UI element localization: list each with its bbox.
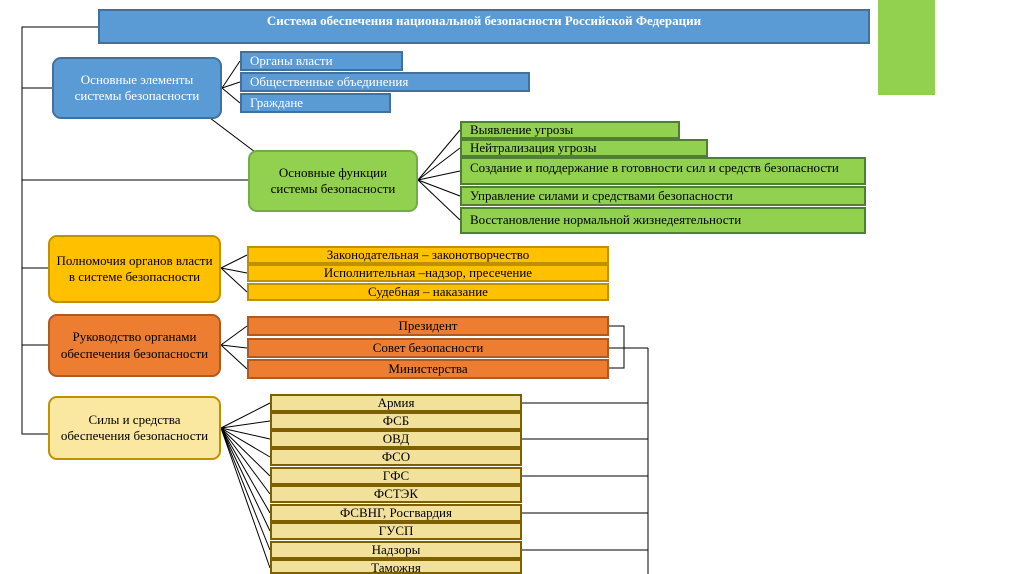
powers-item-label: Судебная – наказание <box>368 283 488 299</box>
forces-item: ГУСП <box>270 522 522 540</box>
functions-item: Создание и поддержание в готовности сил … <box>460 157 866 185</box>
forces-item-label: ГУСП <box>378 522 414 538</box>
leadership-item: Совет безопасности <box>247 338 609 358</box>
accent-tab <box>878 0 935 95</box>
forces-item-label: ФСВНГ, Росгвардия <box>340 504 452 520</box>
forces-item-label: ФСТЭК <box>373 485 419 501</box>
forces-item-label: ФСБ <box>382 412 410 428</box>
powers-item-label: Исполнительная –надзор, пресечение <box>323 264 533 280</box>
forces-item: ФСБ <box>270 412 522 430</box>
functions-item-label: Восстановление нормальной жизнедеятельно… <box>470 212 742 228</box>
powers-item: Законодательная – законотворчество <box>247 246 609 264</box>
diagram-title: Система обеспечения национальной безопас… <box>98 9 870 44</box>
leadership-item-label: Министерства <box>388 360 468 376</box>
leadership-item: Министерства <box>247 359 609 379</box>
functions-node: Основные функции системы безопасности <box>248 150 418 212</box>
forces-item: Армия <box>270 394 522 412</box>
forces-item-label: ГФС <box>382 467 410 483</box>
functions-item: Выявление угрозы <box>460 121 680 139</box>
elements-item: Органы власти <box>240 51 403 71</box>
forces-item-label: Таможня <box>371 560 421 574</box>
functions-item: Восстановление нормальной жизнедеятельно… <box>460 207 866 234</box>
elements-node: Основные элементы системы безопасности <box>52 57 222 119</box>
leadership-node: Руководство органами обеспечения безопас… <box>48 314 221 377</box>
forces-item-label: ФСО <box>381 448 411 464</box>
elements-item: Общественные объединения <box>240 72 530 92</box>
functions-item-label: Создание и поддержание в готовности сил … <box>470 160 839 175</box>
functions-item-label: Выявление угрозы <box>470 121 574 137</box>
functions-item-label: Управление силами и средствами безопасно… <box>470 187 733 203</box>
leadership-item-label: Совет безопасности <box>372 339 484 355</box>
elements-item-label: Общественные объединения <box>250 73 409 89</box>
powers-node: Полномочия органов власти в системе безо… <box>48 235 221 303</box>
elements-item-label: Граждане <box>250 94 304 110</box>
elements-label: Основные элементы системы безопасности <box>74 71 200 103</box>
functions-label: Основные функции системы безопасности <box>270 164 396 196</box>
powers-item: Исполнительная –надзор, пресечение <box>247 264 609 282</box>
forces-item: ОВД <box>270 430 522 448</box>
leadership-item: Президент <box>247 316 609 336</box>
functions-item-label: Нейтрализация угрозы <box>470 139 597 155</box>
powers-item: Судебная – наказание <box>247 283 609 301</box>
forces-node: Силы и средства обеспечения безопасности <box>48 396 221 460</box>
forces-item-label: Надзоры <box>371 541 421 557</box>
leadership-item-label: Президент <box>398 317 458 333</box>
forces-label: Силы и средства обеспечения безопасности <box>60 411 209 443</box>
leadership-label: Руководство органами обеспечения безопас… <box>60 329 209 361</box>
powers-label: Полномочия органов власти в системе безо… <box>56 252 213 284</box>
forces-item-label: ОВД <box>382 430 410 446</box>
functions-item: Управление силами и средствами безопасно… <box>460 186 866 206</box>
forces-item: ГФС <box>270 467 522 485</box>
elements-item-label: Органы власти <box>250 52 333 68</box>
elements-item: Граждане <box>240 93 391 113</box>
diagram-title-text: Система обеспечения национальной безопас… <box>266 13 702 28</box>
forces-item: ФСТЭК <box>270 485 522 503</box>
forces-item: Таможня <box>270 559 522 574</box>
forces-item-label: Армия <box>377 394 415 410</box>
functions-item: Нейтрализация угрозы <box>460 139 708 157</box>
forces-item: ФСВНГ, Росгвардия <box>270 504 522 522</box>
forces-item: Надзоры <box>270 541 522 559</box>
powers-item-label: Законодательная – законотворчество <box>326 246 530 262</box>
forces-item: ФСО <box>270 448 522 466</box>
